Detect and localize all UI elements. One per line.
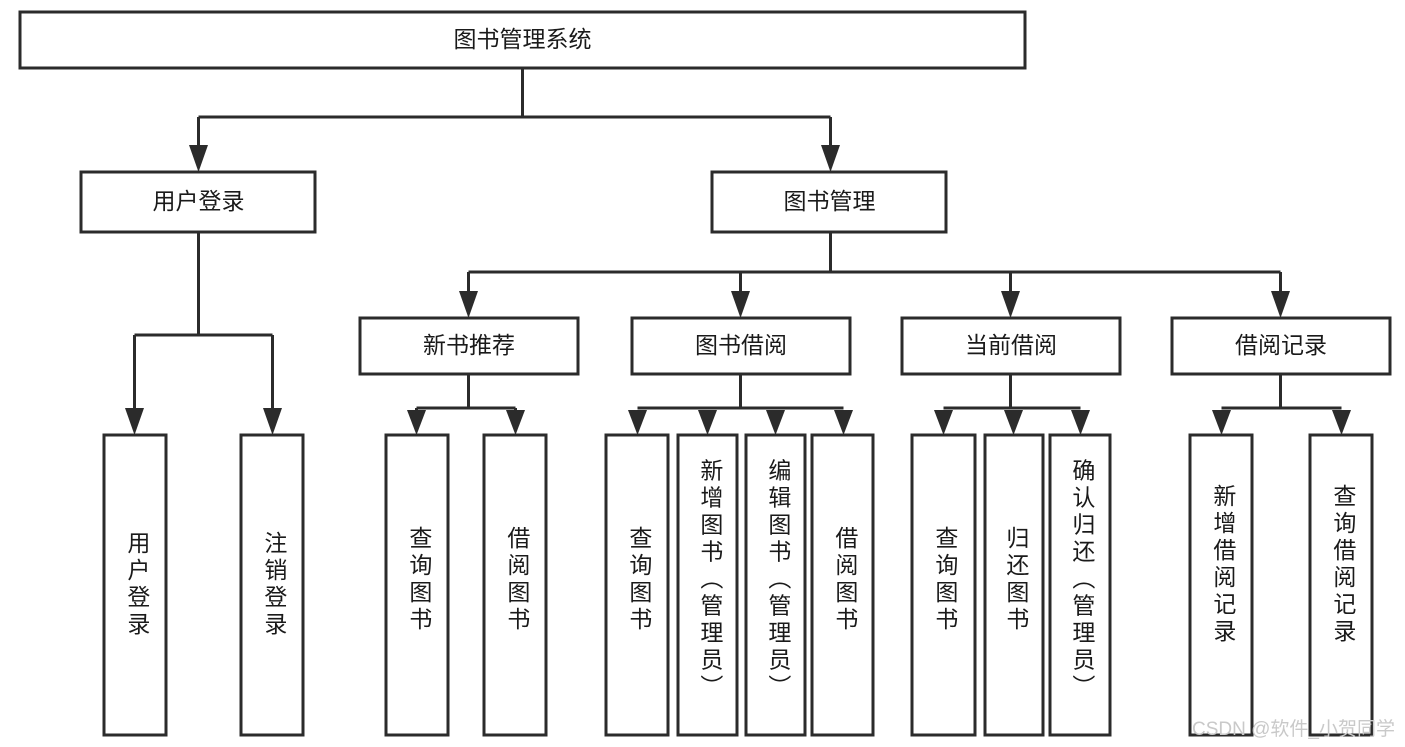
node-leaf-confirm-return-box[interactable] <box>1048 433 1112 737</box>
node-leaf-query-book-2-label: 查询图书 <box>626 526 653 634</box>
node-borrow-record-label: 借阅记录 <box>1235 332 1327 358</box>
node-book-borrow[interactable]: 图书借阅 <box>630 316 852 376</box>
node-root-box[interactable] <box>18 10 1027 70</box>
node-current-borrow-label: 当前借阅 <box>965 332 1057 358</box>
node-new-book-rec-box[interactable] <box>358 316 580 376</box>
node-leaf-add-record-label: 新增借阅记录 <box>1210 484 1237 646</box>
connector-group-root <box>189 68 840 172</box>
node-current-borrow[interactable]: 当前借阅 <box>900 316 1122 376</box>
node-book-manage[interactable]: 图书管理 <box>710 170 948 234</box>
node-leaf-return-book-label: 归还图书 <box>1003 526 1030 634</box>
node-borrow-record-box[interactable] <box>1170 316 1392 376</box>
node-book-manage-label: 图书管理 <box>784 188 876 214</box>
node-leaf-user-login-box[interactable] <box>102 433 168 737</box>
node-leaf-edit-book-box[interactable] <box>744 433 807 737</box>
connector-group-book-borrow <box>628 374 853 435</box>
node-leaf-query-record-box[interactable] <box>1308 433 1374 737</box>
connector-group-current-borrow <box>934 374 1090 435</box>
node-leaf-user-logout-box[interactable] <box>239 433 305 737</box>
node-new-book-rec-label: 新书推荐 <box>423 332 515 358</box>
node-leaf-add-book-box[interactable] <box>676 433 739 737</box>
arrowhead-leaf-confirm-return <box>1071 410 1090 435</box>
node-leaf-return-book[interactable]: 归还图书 <box>983 433 1045 737</box>
arrowhead-leaf-add-book <box>698 410 717 435</box>
arrowhead-leaf-borrow-book-1 <box>506 410 525 435</box>
node-root-label: 图书管理系统 <box>454 26 592 52</box>
arrowhead-book-manage <box>821 145 840 172</box>
node-leaf-add-record[interactable]: 新增借阅记录 <box>1188 433 1254 737</box>
node-user-login[interactable]: 用户登录 <box>79 170 317 234</box>
node-leaf-add-book-label: 新增图书（管理员） <box>697 459 724 702</box>
node-leaf-borrow-book-2-box[interactable] <box>810 433 875 737</box>
node-leaf-borrow-book-1-box[interactable] <box>482 433 548 737</box>
node-leaf-user-logout[interactable]: 注销登录 <box>239 433 305 737</box>
arrowhead-leaf-query-book-1 <box>407 410 426 435</box>
node-leaf-edit-book-label: 编辑图书（管理员） <box>765 459 792 702</box>
node-leaf-query-book-1[interactable]: 查询图书 <box>384 433 450 737</box>
arrowhead-leaf-add-record <box>1212 410 1231 435</box>
arrowhead-leaf-query-book-3 <box>934 410 953 435</box>
arrowhead-borrow-record <box>1271 291 1290 318</box>
arrowhead-leaf-user-login <box>125 408 144 435</box>
node-leaf-query-book-3-box[interactable] <box>910 433 977 737</box>
node-leaf-user-logout-label: 注销登录 <box>261 531 288 639</box>
node-leaf-query-record-label: 查询借阅记录 <box>1330 484 1357 646</box>
node-leaf-edit-book[interactable]: 编辑图书（管理员） <box>744 433 807 737</box>
arrowhead-book-borrow <box>731 291 750 318</box>
node-leaf-borrow-book-2[interactable]: 借阅图书 <box>810 433 875 737</box>
node-leaf-confirm-return-label: 确认归还（管理员） <box>1069 459 1096 702</box>
node-leaf-borrow-book-1-label: 借阅图书 <box>504 526 531 634</box>
node-borrow-record[interactable]: 借阅记录 <box>1170 316 1392 376</box>
node-leaf-query-book-1-label: 查询图书 <box>406 526 433 634</box>
connector-group-user-login <box>125 232 282 435</box>
node-leaf-return-book-box[interactable] <box>983 433 1045 737</box>
arrowhead-new-book-rec <box>459 291 478 318</box>
node-leaf-query-record[interactable]: 查询借阅记录 <box>1308 433 1374 737</box>
node-leaf-borrow-book-2-label: 借阅图书 <box>832 526 859 634</box>
node-leaf-query-book-1-box[interactable] <box>384 433 450 737</box>
node-leaf-borrow-book-1[interactable]: 借阅图书 <box>482 433 548 737</box>
node-book-borrow-box[interactable] <box>630 316 852 376</box>
node-leaf-confirm-return[interactable]: 确认归还（管理员） <box>1048 433 1112 737</box>
node-leaf-query-book-3[interactable]: 查询图书 <box>910 433 977 737</box>
connector-group-new-book-rec <box>407 374 525 435</box>
node-root[interactable]: 图书管理系统 <box>18 10 1027 70</box>
node-leaf-query-book-2[interactable]: 查询图书 <box>604 433 670 737</box>
arrowhead-leaf-borrow-book-2 <box>834 410 853 435</box>
node-book-borrow-label: 图书借阅 <box>695 332 787 358</box>
arrowhead-user-login <box>189 145 208 172</box>
node-leaf-add-book[interactable]: 新增图书（管理员） <box>676 433 739 737</box>
node-user-login-label: 用户登录 <box>153 188 245 214</box>
arrowhead-leaf-edit-book <box>766 410 785 435</box>
arrowhead-leaf-return-book <box>1004 410 1023 435</box>
node-leaf-query-book-2-box[interactable] <box>604 433 670 737</box>
arrowhead-current-borrow <box>1001 291 1020 318</box>
node-leaf-user-login-label: 用户登录 <box>124 531 151 639</box>
node-current-borrow-box[interactable] <box>900 316 1122 376</box>
node-leaf-add-record-box[interactable] <box>1188 433 1254 737</box>
connector-group-borrow-record <box>1212 374 1351 435</box>
node-new-book-rec[interactable]: 新书推荐 <box>358 316 580 376</box>
connector-group-book-manage <box>459 232 1290 318</box>
arrowhead-leaf-user-logout <box>263 408 282 435</box>
arrowhead-leaf-query-book-2 <box>628 410 647 435</box>
node-leaf-query-book-3-label: 查询图书 <box>932 526 959 634</box>
node-leaf-user-login[interactable]: 用户登录 <box>102 433 168 737</box>
arrowhead-leaf-query-record <box>1332 410 1351 435</box>
node-user-login-box[interactable] <box>79 170 317 234</box>
node-book-manage-box[interactable] <box>710 170 948 234</box>
